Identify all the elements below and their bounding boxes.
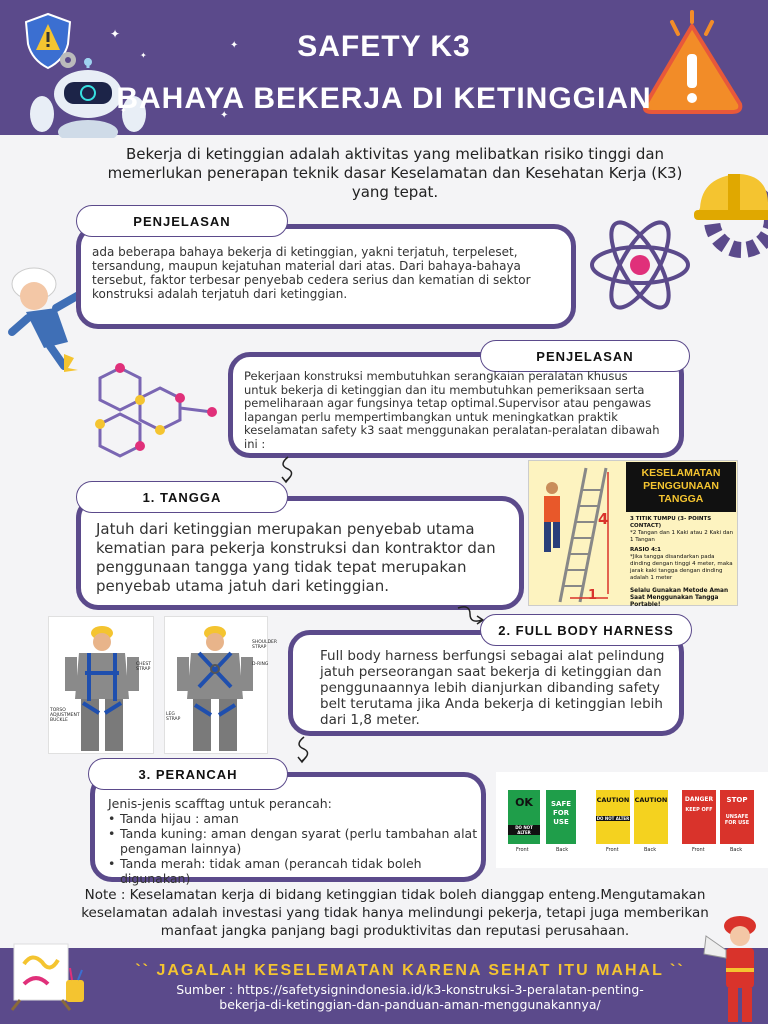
ladder-poster-title: KESELAMATAN PENGGUNAAN TANGGA (626, 462, 736, 512)
tag-subtext: UNSAFE FOR USE (724, 814, 750, 826)
list-item: Tanda hijau : aman (108, 811, 480, 826)
ladder-ratio-title: RASIO 4:1 (630, 547, 661, 553)
tag-text: DANGER (684, 796, 714, 803)
shield-icon (24, 12, 76, 70)
tangga-text: Jatuh dari ketinggian merupakan penyebab… (96, 520, 496, 595)
tag-green-back: SAFE FOR USE (546, 790, 576, 844)
tag-subtext: KEEP OFF (685, 807, 713, 813)
falling-worker-icon (8, 267, 88, 372)
harness-front-illustration (65, 626, 139, 751)
tag-yellow-front: CAUTION DO NOT ALTER (596, 790, 630, 844)
penjelasan-text-1: ada beberapa bahaya bekerja di ketinggia… (92, 245, 531, 301)
tag-green-front: OK DO NOT ALTER (508, 790, 540, 844)
tag-subtext: DO NOT ALTER (508, 825, 540, 835)
tag-text: STOP (726, 796, 748, 804)
perancah-label: 3. PERANCAH (88, 758, 288, 790)
penjelasan-label-2: PENJELASAN (480, 340, 690, 372)
ladder-contact-title: 3 TITIK TUMPU (3- POINTS CONTACT) (630, 516, 712, 529)
tag-subtext: DO NOT ALTER (596, 816, 630, 821)
curly-arrow-icon (281, 456, 293, 484)
harness-back-illustration (177, 626, 253, 751)
tag-red-front: DANGER KEEP OFF (682, 790, 716, 844)
firefighter-megaphone-icon (703, 916, 756, 1022)
harness-panel (288, 630, 684, 736)
footer-source: Sumber : https://safetysignindonesia.id/… (176, 982, 644, 1012)
tag-text: CAUTION (596, 796, 630, 804)
tangga-label: 1. TANGGA (76, 481, 288, 513)
harness-dring-label: D-RING (252, 662, 269, 667)
harness-back-photo (164, 616, 268, 754)
perancah-intro: Jenis-jenis scafftag untuk perancah: (108, 796, 332, 811)
intro-text: Bekerja di ketinggian adalah aktivitas y… (107, 145, 683, 201)
tag-yellow-back: CAUTION (634, 790, 668, 844)
harness-leg-label: LEG STRAP (166, 712, 181, 722)
atom-icon (590, 220, 690, 310)
harness-shoulder-label: SHOULDER STRAP (252, 640, 278, 650)
svg-text:✦: ✦ (120, 106, 127, 115)
sparkle-stars-icon: ✦ ✦ ✦ ✦ ✦ (110, 27, 238, 121)
footer-banner (0, 948, 768, 1024)
hardhat-gear-icon (694, 174, 768, 258)
note-text: Note : Keselamatan kerja di bidang ketin… (81, 887, 709, 939)
footer-slogan: `` JAGALAH KESELEMATAN KARENA SEHAT ITU … (135, 962, 685, 979)
page-title: SAFETY K3 (297, 30, 471, 63)
svg-text:✦: ✦ (140, 51, 147, 60)
perancah-content: Jenis-jenis scafftag untuk perancah: Tan… (108, 796, 480, 886)
tag-caption: Front (692, 847, 705, 853)
penjelasan-label-1: PENJELASAN (76, 205, 288, 237)
curly-arrow-icon (297, 736, 309, 764)
ladder-ratio-text: *Jika tangga disandarkan pada dinding de… (630, 554, 733, 581)
svg-text:✦: ✦ (110, 27, 120, 41)
scafftag-list: Tanda hijau : aman Tanda kuning: aman de… (108, 811, 480, 886)
tangga-panel (76, 496, 524, 610)
harness-torso-label: TORSO ADJUSTMENT BUCKLE (50, 708, 80, 723)
svg-text:✦: ✦ (230, 40, 238, 51)
robot-icon (30, 58, 146, 138)
penjelasan-text-2: Pekerjaan konstruksi membutuhkan serangk… (244, 369, 660, 451)
ladder-ratio-4: 4 (598, 510, 609, 528)
easel-icon (10, 943, 84, 1011)
harness-chest-label: CHEST STRAP (136, 662, 151, 672)
harness-label: 2. FULL BODY HARNESS (480, 614, 692, 646)
ladder-ratio-1: 1 (588, 588, 598, 603)
tag-caption: Front (516, 847, 529, 853)
tag-red-back: STOP UNSAFE FOR USE (720, 790, 754, 844)
ladder-bottom-text: Selalu Gunakan Metode Aman Saat Mengguna… (630, 588, 729, 608)
penjelasan-panel-1 (76, 224, 576, 329)
tag-caption: Back (730, 847, 743, 853)
svg-text:✦: ✦ (220, 110, 228, 121)
harness-text: Full body harness berfungsi sebagai alat… (320, 648, 665, 728)
tag-caption: Back (556, 847, 569, 853)
page-subtitle: BAHAYA BEKERJA DI KETINGGIAN (116, 82, 652, 115)
molecule-icon (95, 363, 217, 458)
tag-text: OK (515, 796, 533, 809)
harness-front-photo (48, 616, 154, 754)
list-item: Tanda merah: tidak aman (perancah tidak … (108, 856, 480, 886)
ladder-poster-body: 3 TITIK TUMPU (3- POINTS CONTACT) *2 Tan… (630, 516, 736, 609)
scafftag-image: OK DO NOT ALTER SAFE FOR USE CAUTION DO NO… (496, 772, 768, 868)
list-item: Tanda kuning: aman dengan syarat (perlu … (108, 826, 480, 856)
ladder-contact-text: *2 Tangan dan 1 Kaki atau 2 Kaki dan 1 T… (630, 530, 734, 543)
warning-icon (642, 10, 743, 114)
ladder-climber-illustration (544, 467, 609, 603)
tag-caption: Back (644, 847, 657, 853)
tag-caption: Front (606, 847, 619, 853)
